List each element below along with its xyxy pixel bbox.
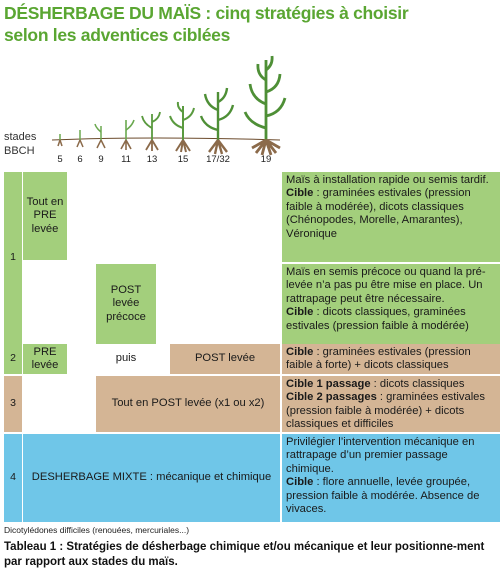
stades-label: stades BBCH	[4, 130, 36, 158]
stades-label-line2: BBCH	[4, 145, 35, 157]
plant-stage-11	[120, 119, 135, 150]
cell-post-levee-precoce: POST levée précoce	[96, 264, 156, 344]
description-text: Maïs à installation rapide ou semis tard…	[286, 174, 489, 186]
description-target-label-1: Cible 1 passage	[286, 378, 371, 390]
stades-label-line1: stades	[4, 131, 37, 143]
description-target-label: Cible	[286, 476, 314, 489]
plant-stage-6	[76, 130, 84, 148]
plant-stage-9	[94, 123, 106, 149]
corn-growth-illustration	[51, 55, 287, 156]
description-target-text: : graminées estivales (pression faible à…	[286, 346, 471, 372]
row-number-2: 2	[4, 344, 22, 374]
stage-label: 15	[177, 154, 189, 165]
cell-puis: puis	[115, 352, 137, 365]
stage-label: 13	[146, 154, 158, 165]
cell-tout-en-post-levee: Tout en POST levée (x1 ou x2)	[96, 376, 280, 432]
description-target-label: Cible	[286, 306, 314, 319]
footnote: Dicotylédones difficiles (renouées, merc…	[4, 525, 190, 535]
description-row-2: Cible : graminées estivales (pression fa…	[282, 344, 500, 374]
description-row-1a: Maïs à installation rapide ou semis tard…	[282, 172, 500, 262]
description-target-text-1: : dicots classiques	[370, 378, 465, 390]
row-number-1: 1	[4, 172, 22, 344]
stage-label: 17/32	[206, 154, 230, 165]
description-row-4: Privilégier l’intervention mécanique en …	[282, 434, 500, 522]
description-row-3: Cible 1 passage : dicots classiques Cibl…	[282, 376, 500, 432]
description-target-label: Cible	[286, 346, 314, 358]
description-text: Privilégier l’intervention mécanique en …	[286, 436, 475, 475]
cell-pre-levee: PRE levée	[23, 344, 67, 374]
plant-stage-13	[141, 111, 161, 151]
description-row-1b: Maïs en semis précoce ou quand la pré-le…	[282, 264, 500, 344]
description-target-text: : dicots classiques, graminées estivales…	[286, 306, 469, 332]
page-title: DÉSHERBAGE DU MAÏS : cinq stratégies à c…	[4, 3, 409, 45]
cell-tout-en-pre-levee: Tout en PRE levée	[23, 172, 67, 260]
row-number-4: 4	[4, 434, 22, 522]
cell-post-levee: POST levée	[170, 344, 280, 374]
stage-label: 9	[98, 154, 104, 165]
soil-line	[51, 137, 281, 141]
stage-label: 11	[121, 154, 131, 165]
stage-label: 6	[77, 154, 83, 165]
plant-stage-5	[57, 134, 63, 147]
stage-label: 19	[260, 154, 272, 165]
plant-stage-17-32	[199, 87, 235, 155]
plant-stage-15	[169, 101, 195, 153]
row-number-3: 3	[4, 376, 22, 432]
plant-stage-19	[243, 55, 287, 156]
description-target-text: : graminées estivales (pression faible à…	[286, 187, 471, 240]
description-target-text: : flore annuelle, levée groupée, pressio…	[286, 476, 480, 516]
stage-label: 5	[57, 154, 63, 165]
description-target-text-2: : graminées estivales (pression faible à…	[286, 391, 485, 431]
cell-desherbage-mixte: DESHERBAGE MIXTE : mécanique et chimique	[23, 434, 280, 522]
description-target-label-2: Cible 2 passages	[286, 391, 377, 404]
table-caption: Tableau 1 : Stratégies de désherbage chi…	[4, 541, 485, 568]
description-target-label: Cible	[286, 187, 314, 200]
description-text: Maïs en semis précoce ou quand la pré-le…	[286, 266, 486, 305]
